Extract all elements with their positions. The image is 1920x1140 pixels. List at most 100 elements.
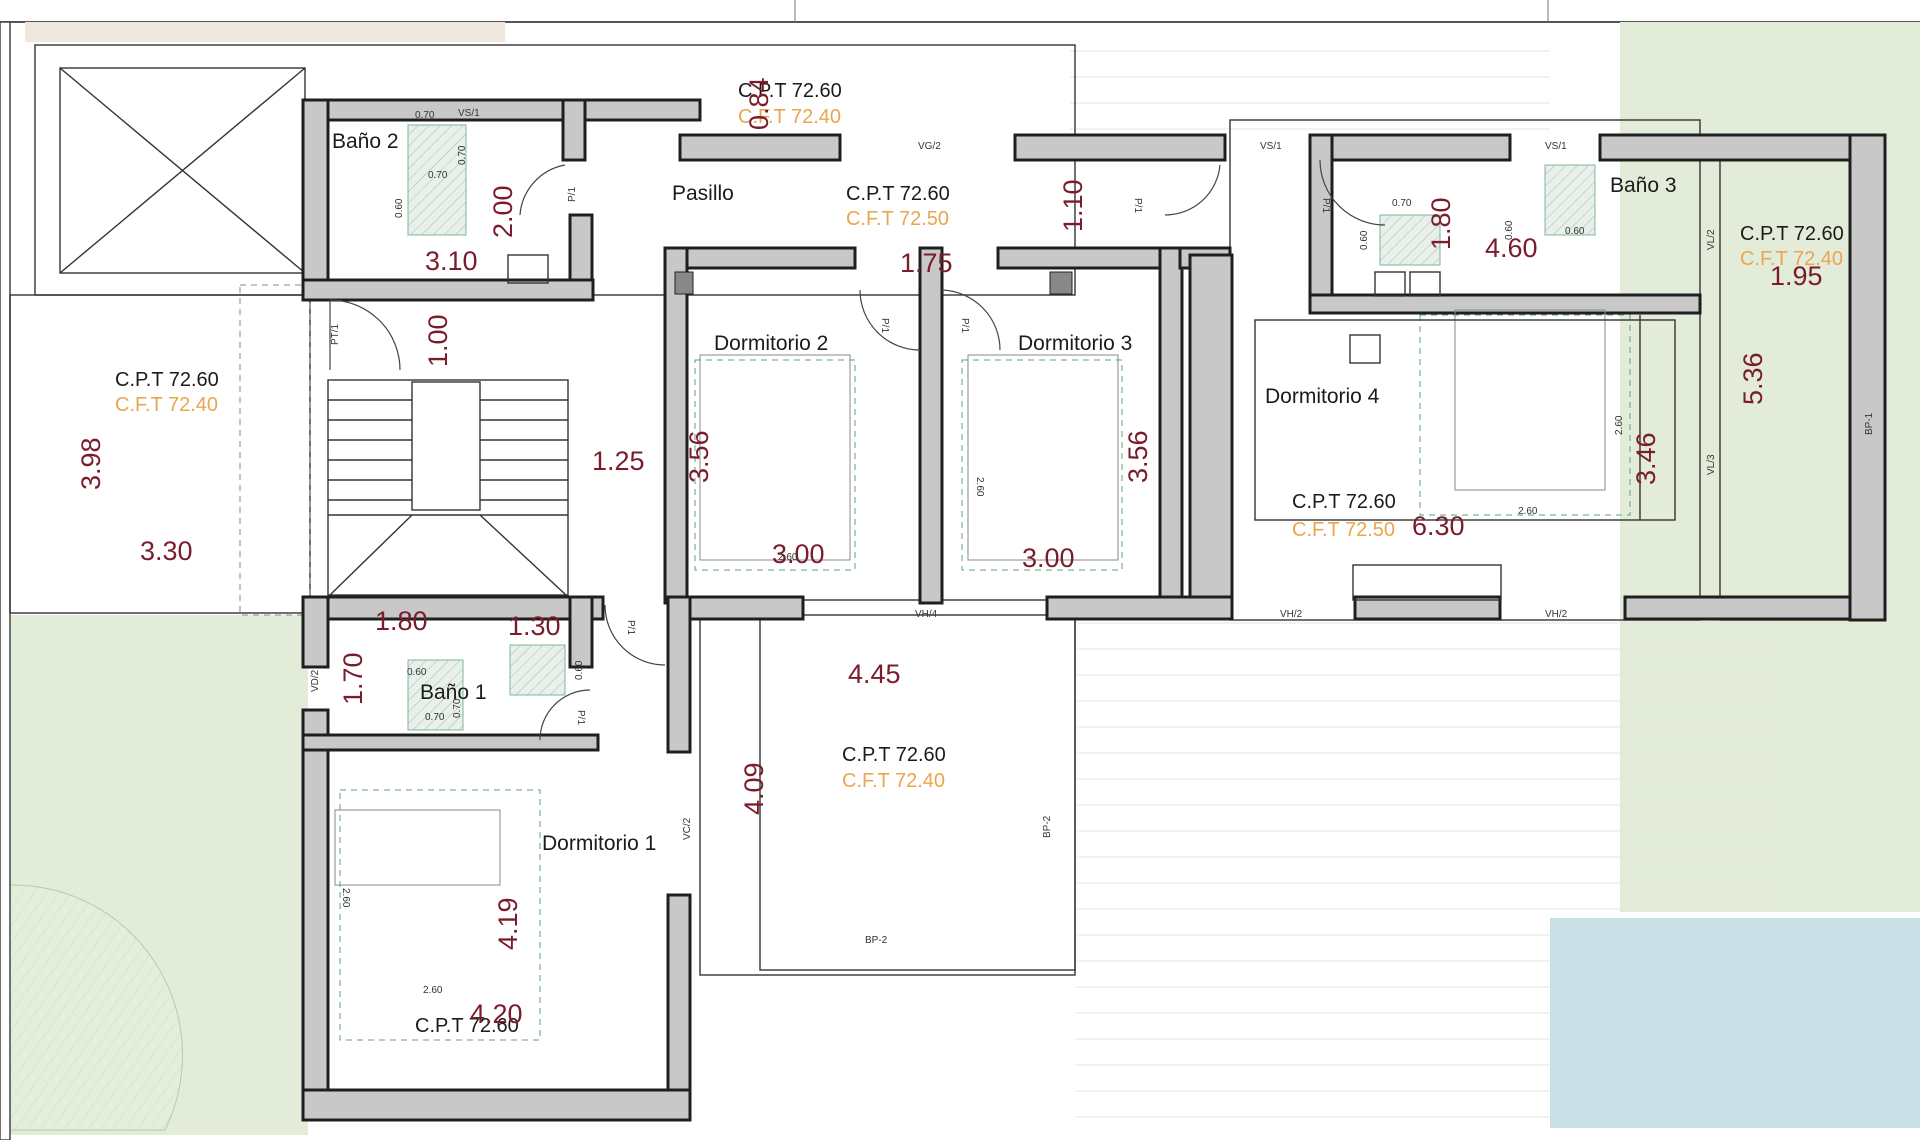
dimension-label: 3.30 [140, 536, 193, 566]
dimension-label: 4.45 [848, 659, 901, 689]
dimension-label: 0.84 [744, 77, 774, 130]
level-cpt: C.P.T 72.60 [115, 369, 219, 391]
fixture-dim: 0.60 [394, 198, 405, 218]
window-tag: VS/1 [458, 108, 480, 119]
level-labels: C.P.T 72.60 C.F.T 72.40 C.P.T 72.60 C.F.… [115, 80, 1844, 1037]
level-cft: C.F.T 72.50 [846, 208, 949, 230]
level-cpt: C.P.T 72.60 [846, 183, 950, 205]
dimension-label: 2.00 [488, 185, 518, 238]
door-tag: P/1 [567, 187, 578, 202]
level-cpt: C.P.T 72.60 [1292, 491, 1396, 513]
dimension-label: 3.00 [772, 539, 825, 569]
fixture-dimensions: 0.70 0.60 0.70 0.70 0.60 0.70 0.60 2.60 … [340, 110, 1625, 996]
railing-tag: BP-1 [1864, 412, 1875, 435]
level-cft: C.F.T 72.40 [115, 394, 218, 416]
tree-shape [7, 884, 183, 1131]
window-tag: VC/2 [682, 817, 693, 840]
window-tag: VL/3 [1706, 454, 1717, 475]
room-bano1: Baño 1 [420, 681, 487, 704]
dimension-label: 5.36 [1738, 352, 1768, 405]
fixture-dim: 0.60 [1359, 230, 1370, 250]
window-tag: VG/2 [918, 141, 941, 152]
dimension-label: 1.80 [375, 606, 428, 636]
deck-top [1070, 40, 1550, 150]
railing-tag: BP-2 [865, 935, 888, 946]
dimension-label: 1.95 [1770, 261, 1823, 291]
room-bano2: Baño 2 [332, 130, 399, 153]
door-tag: P/1 [1132, 198, 1143, 213]
fixture-dim: 0.70 [1392, 198, 1412, 209]
dimension-label: 4.09 [739, 762, 769, 815]
fixture-dim: 2.60 [1518, 506, 1538, 517]
fixture-dim: 0.60 [407, 667, 427, 678]
level-cft: C.F.T 72.40 [738, 106, 841, 128]
dimension-label: 1.25 [592, 446, 645, 476]
fixture-dim: 0.70 [428, 170, 448, 181]
room-labels: Baño 2 Pasillo Baño 3 Dormitorio 2 Dormi… [332, 130, 1677, 855]
pool [1550, 918, 1920, 1128]
room-dorm2: Dormitorio 2 [714, 332, 828, 355]
dimension-label: 3.10 [425, 246, 478, 276]
fixture-dim: 0.70 [415, 110, 435, 121]
level-cpt: C.P.T 72.60 [842, 744, 946, 766]
door-tag: P/1 [1320, 198, 1331, 213]
fixtures [334, 124, 1676, 1041]
dimension-label: 3.56 [684, 430, 714, 483]
window-tag: VS/1 [1260, 141, 1282, 152]
dimension-label: 1.30 [508, 611, 561, 641]
room-dorm3: Dormitorio 3 [1018, 332, 1132, 355]
stairs [327, 379, 569, 596]
dimension-label: 3.00 [1022, 543, 1075, 573]
window-tag: VH/2 [1280, 609, 1303, 620]
fixture-dim: 2.60 [778, 552, 798, 563]
fixture-dim: 0.60 [574, 660, 585, 680]
level-cft: C.F.T 72.40 [1740, 248, 1843, 270]
room-dorm4: Dormitorio 4 [1265, 385, 1380, 408]
room-bano3: Baño 3 [1610, 174, 1677, 197]
dimension-label: 1.75 [900, 248, 953, 278]
level-cft: C.F.T 72.40 [842, 770, 945, 792]
dimension-labels: 0.84 3.10 2.00 1.10 1.75 1.80 4.60 1.95 … [76, 77, 1823, 1029]
dimension-label: 1.00 [423, 314, 453, 367]
fixture-dim: 2.60 [974, 477, 985, 497]
fixture-dim: 2.60 [1614, 415, 1625, 435]
dimension-label: 4.60 [1485, 233, 1538, 263]
opening-tags: VS/1 VG/2 VS/1 VS/1 VH/4 VH/2 VH/2 VD/2 … [310, 108, 1875, 946]
room-pasillo: Pasillo [672, 182, 734, 205]
dimension-label: 3.56 [1123, 430, 1153, 483]
fixture-dim: 0.70 [457, 145, 468, 165]
fixture-dim: 2.60 [423, 985, 443, 996]
doors [329, 159, 1386, 741]
level-cpt: C.P.T 72.60 [1740, 223, 1844, 245]
level-cft: C.F.T 72.50 [1292, 519, 1395, 541]
dimension-label: 4.19 [493, 897, 523, 950]
dimension-label: 4.20 [470, 999, 523, 1029]
level-cpt: C.P.T 72.60 [415, 1015, 519, 1037]
dimension-label: 1.10 [1058, 179, 1088, 232]
door-tag: P/1 [959, 318, 970, 333]
door-tag: P/1 [879, 318, 890, 333]
door-tag: P/1 [625, 620, 636, 635]
railing-tag: BP-2 [1042, 815, 1053, 838]
level-cpt: C.P.T 72.60 [738, 80, 842, 102]
dimension-label: 1.70 [338, 652, 368, 705]
walls [301, 98, 1887, 1122]
fixture-dim: 0.70 [425, 712, 445, 723]
dimension-label: 1.80 [1426, 197, 1456, 250]
fixture-dim: 0.60 [1565, 226, 1585, 237]
window-tag: VD/2 [310, 669, 321, 692]
window-tag: VH/2 [1545, 609, 1568, 620]
fixture-dim: 0.70 [452, 698, 463, 718]
dimension-label: 3.46 [1631, 432, 1661, 485]
fixture-dim: 2.60 [340, 888, 351, 908]
window-tag: VH/4 [915, 609, 938, 620]
window-tag: VS/1 [1545, 141, 1567, 152]
window-tag: VL/2 [1706, 229, 1717, 250]
door-tag: PT/1 [330, 323, 341, 345]
door-tag: P/1 [575, 710, 586, 725]
fixture-dim: 0.60 [1504, 220, 1515, 240]
dimension-label: 3.98 [76, 437, 106, 490]
dimension-label: 6.30 [1412, 511, 1465, 541]
